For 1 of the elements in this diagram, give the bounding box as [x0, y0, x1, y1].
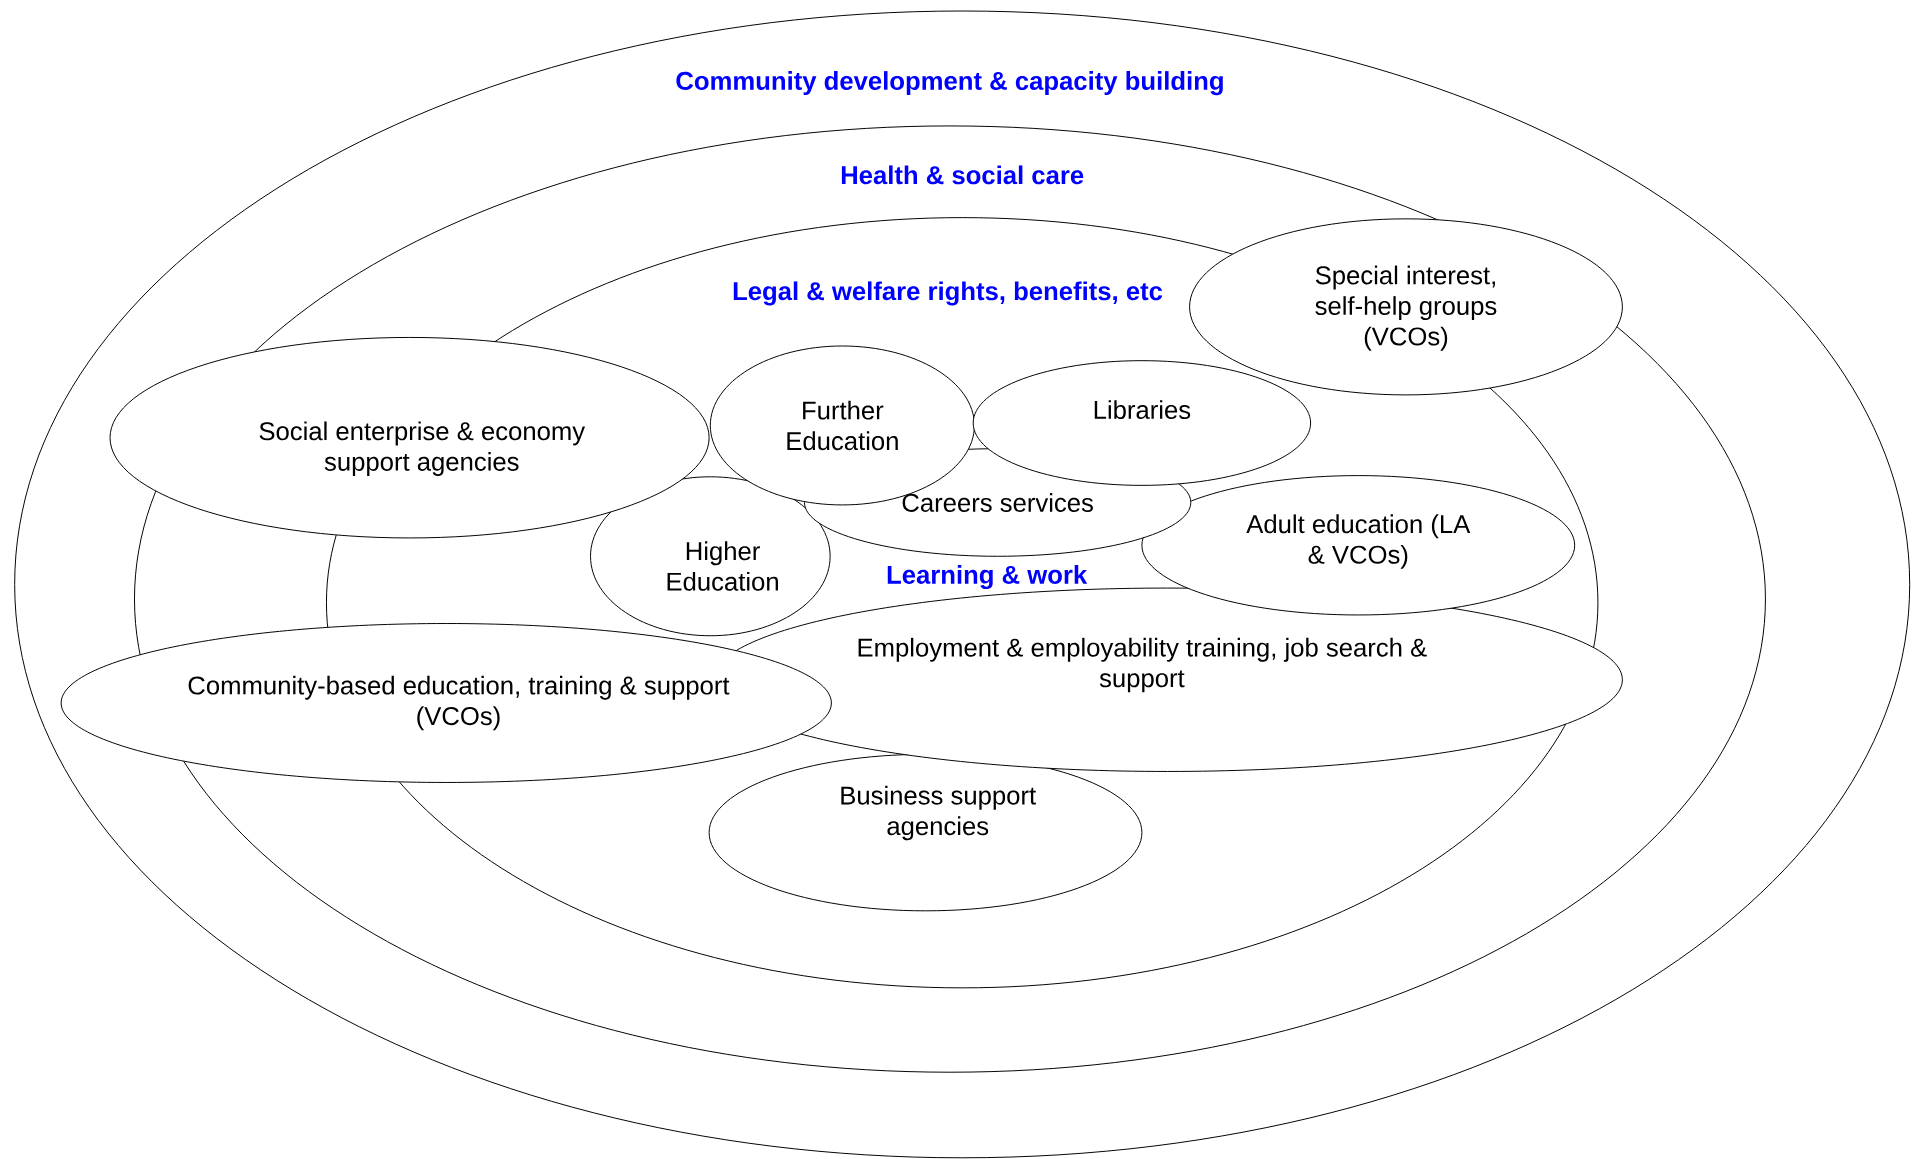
band-heading: Learning & work	[887, 565, 1088, 590]
